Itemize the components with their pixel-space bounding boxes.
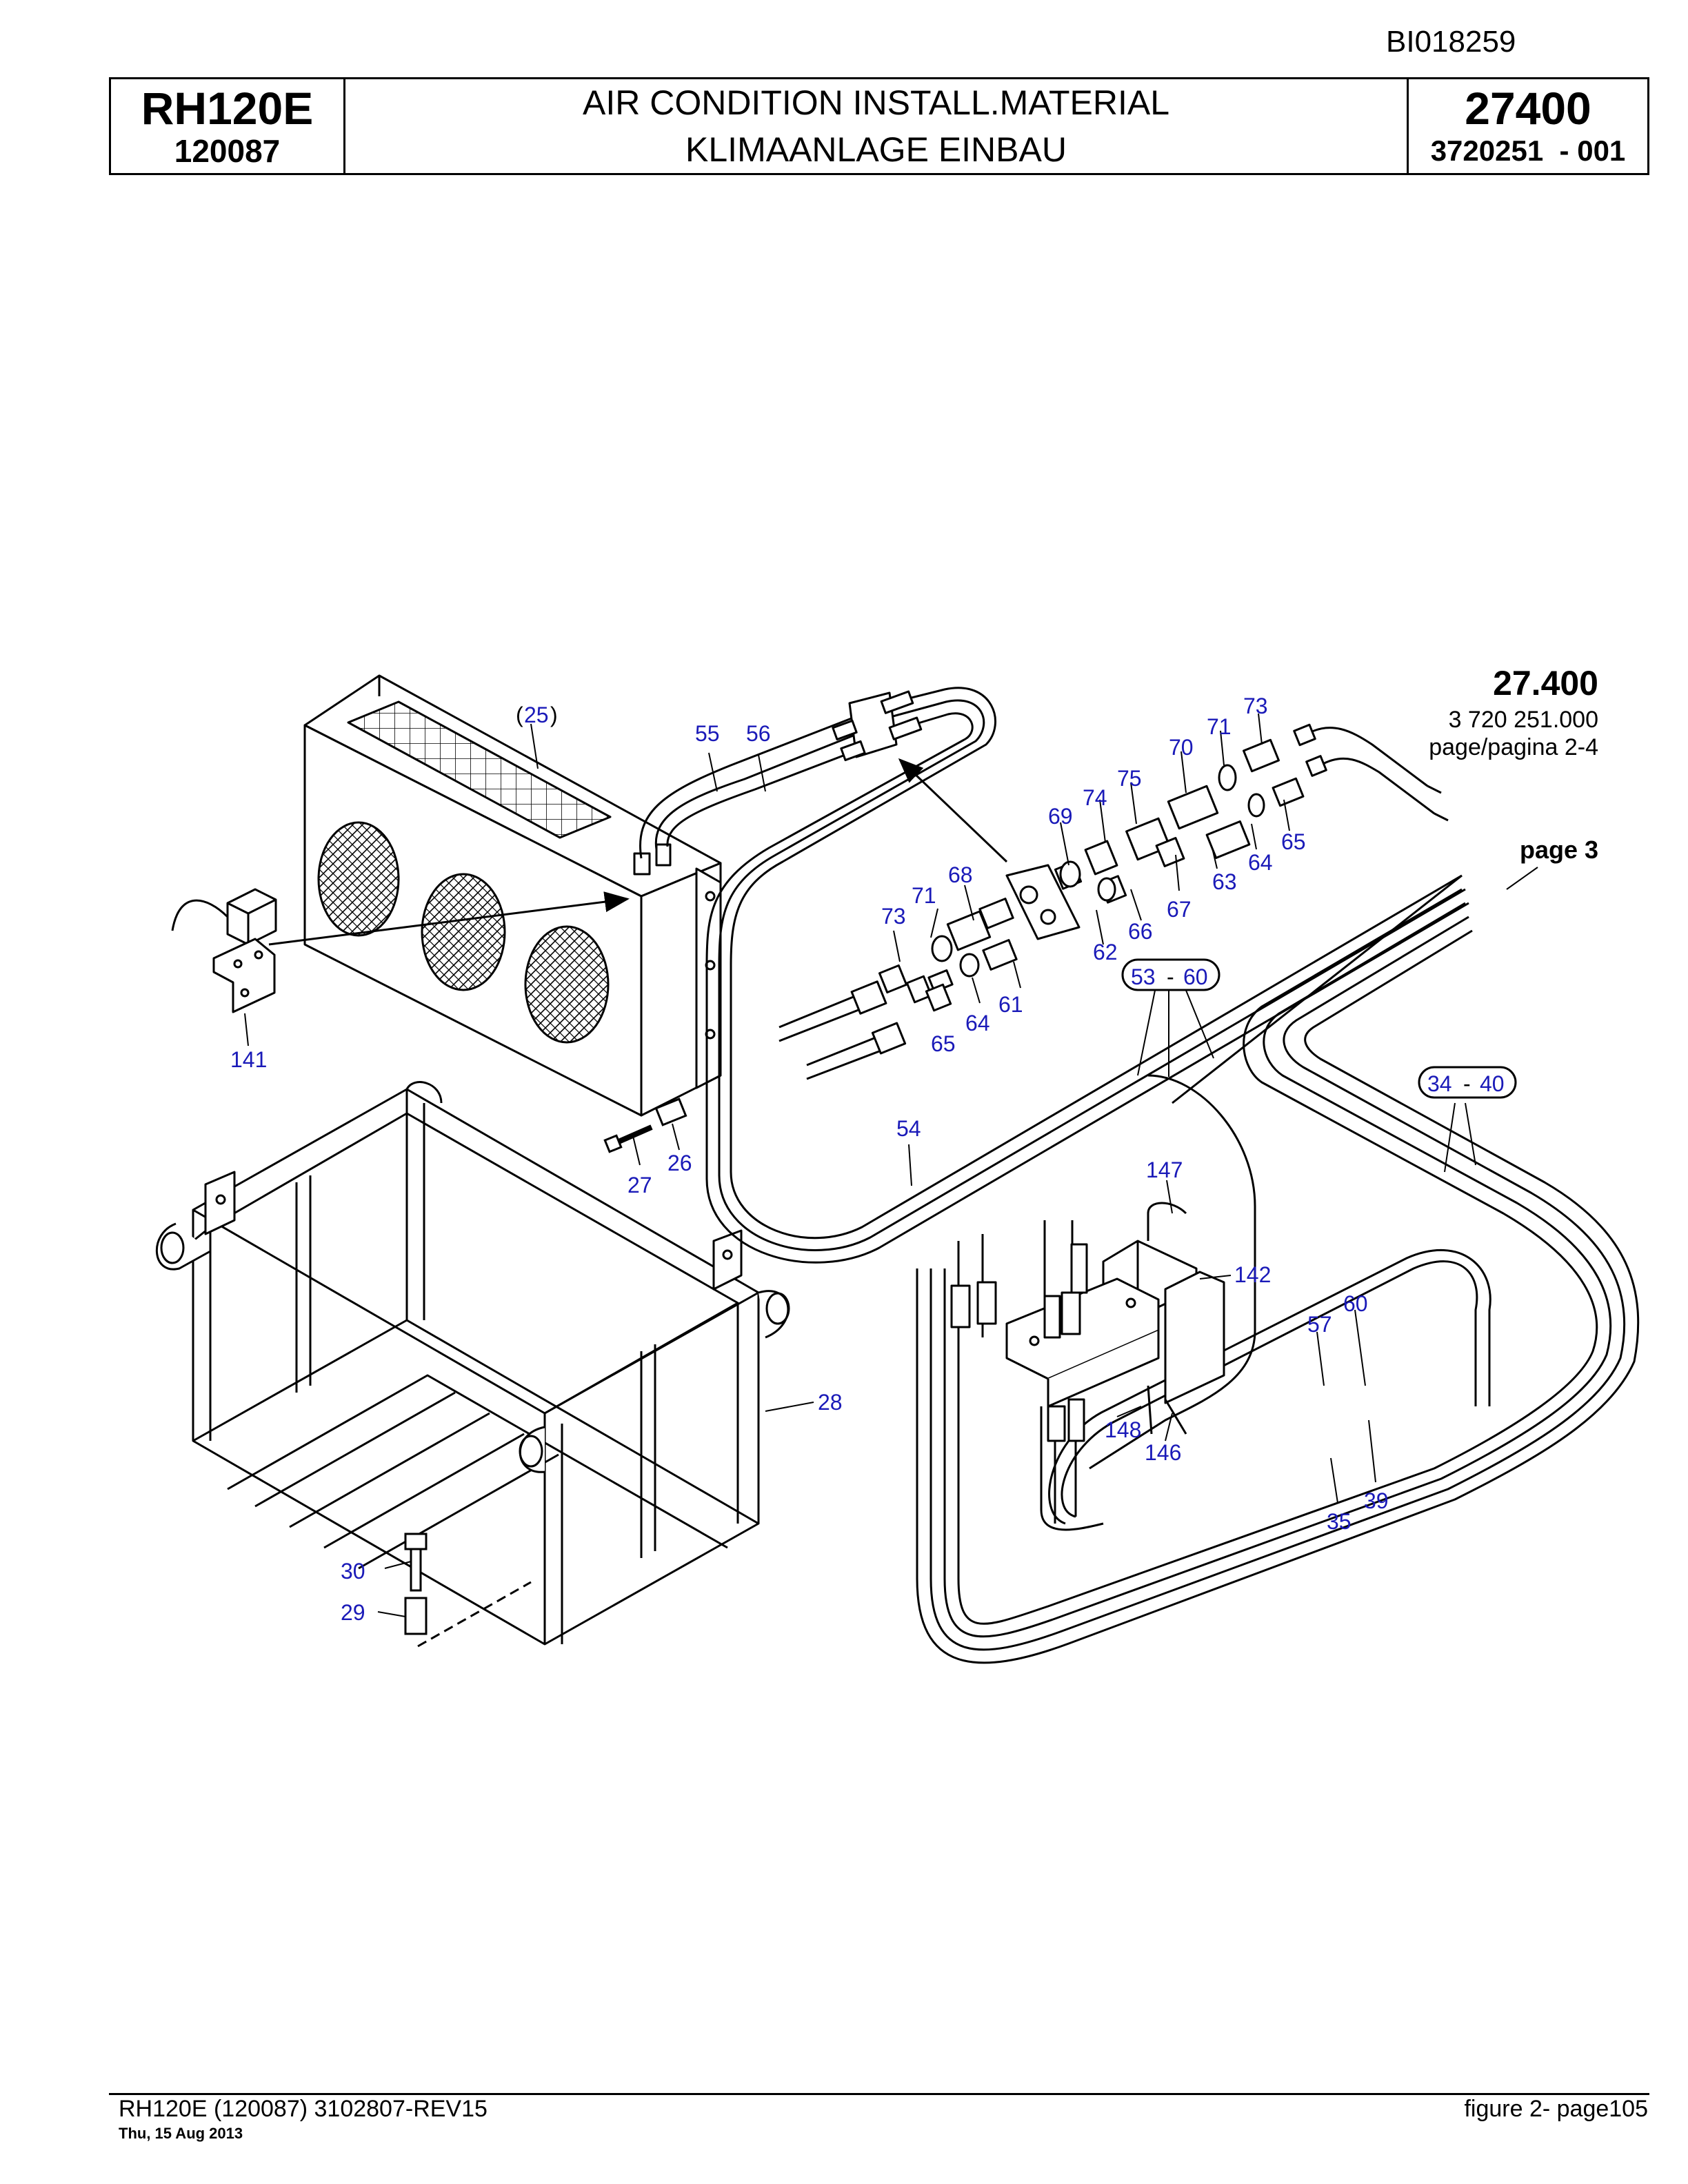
range-34-40-to: 40 [1480,1071,1505,1096]
callout-27: 27 [627,1173,652,1197]
title-cell: AIR CONDITION INSTALL.MATERIAL KLIMAANLA… [345,79,1409,173]
range-34-40-from: 34 [1427,1071,1452,1096]
callout-73a: 73 [881,904,906,929]
callout-75: 75 [1117,766,1142,791]
bolt-30-spacer-29 [404,1533,532,1648]
callout-64a: 64 [965,1011,990,1035]
group-cell: 27400 3720251 - 001 [1409,79,1647,173]
valve-bracket [950,1202,1225,1442]
callout-62: 62 [1093,940,1118,964]
range-34-40-sep: - [1463,1071,1471,1096]
reference-page3: page 3 [1520,836,1598,864]
callout-63: 63 [1212,869,1237,894]
title-german: KLIMAANLAGE EINBAU [685,130,1067,169]
model-name: RH120E [141,83,314,134]
footer-figure-page: figure 2- page105 [1464,2096,1648,2122]
callout-26: 26 [667,1151,692,1175]
callout-55: 55 [695,721,720,746]
fittings-cluster [778,690,1327,1080]
callout-142: 142 [1234,1262,1271,1287]
range-53-60-to: 60 [1183,964,1208,989]
leader-lines [244,713,1538,1617]
reference-group: 27.400 [1493,664,1598,702]
footer-divider [109,2093,1649,2095]
condenser-unit [303,674,722,1117]
callout-60: 60 [1343,1291,1368,1316]
group-number: 27400 [1465,83,1591,134]
callout-65a: 65 [931,1031,956,1056]
callout-64b: 64 [1248,850,1273,875]
pointer-arrow-141 [268,891,630,946]
callout-70: 70 [1169,735,1194,760]
relay-box [171,888,277,1013]
callout-25: 25 [524,702,549,727]
model-cell: RH120E 120087 [111,79,345,173]
footer-document-ref: RH120E (120087) 3102807-REV15 [119,2096,488,2122]
range-oval-53-60 [1121,958,1220,991]
document-id: BI018259 [1386,25,1516,59]
callout-66: 66 [1128,919,1153,944]
range-53-60-sep: - [1167,964,1174,989]
callout-25-paren-open: ( [516,702,523,727]
callout-71a: 71 [912,883,936,908]
callout-labels: ( 25 ) 55 56 141 27 26 28 30 29 54 73 71… [230,664,1598,1625]
callout-71b: 71 [1207,714,1232,739]
reference-number: 3 720 251.000 [1449,707,1598,733]
callout-28: 28 [818,1390,843,1415]
callout-61: 61 [998,992,1023,1017]
callout-148: 148 [1105,1417,1141,1442]
callout-57: 57 [1307,1312,1332,1337]
callout-68: 68 [948,862,973,887]
callout-35: 35 [1327,1509,1352,1534]
callout-65b: 65 [1281,829,1306,854]
callout-25-paren-close: ) [550,702,558,727]
title-block: RH120E 120087 AIR CONDITION INSTALL.MATE… [109,77,1649,175]
callout-147: 147 [1146,1157,1183,1182]
footer-date: Thu, 15 Aug 2013 [119,2125,243,2142]
title-english: AIR CONDITION INSTALL.MATERIAL [582,83,1170,122]
range-oval-34-40 [1418,1066,1517,1099]
callout-30: 30 [341,1559,365,1584]
range-53-60-from: 53 [1131,964,1156,989]
part-number: 3720251 - 001 [1430,134,1626,167]
callout-73b: 73 [1243,694,1268,718]
pointer-arrow-bulkhead [898,758,1008,863]
mounting-frame [155,1081,790,1646]
callout-39: 39 [1364,1488,1389,1513]
callout-69: 69 [1048,804,1073,829]
callout-54: 54 [896,1116,921,1141]
callout-146: 146 [1145,1440,1181,1465]
reference-page: page/pagina 2-4 [1429,734,1598,760]
serial-number: 120087 [174,133,281,169]
callout-74: 74 [1083,785,1107,810]
callout-67: 67 [1167,897,1192,922]
callout-56: 56 [746,721,771,746]
callout-29: 29 [341,1600,365,1625]
callout-141: 141 [230,1047,267,1072]
bolt-27-spacer-26 [603,1098,687,1153]
